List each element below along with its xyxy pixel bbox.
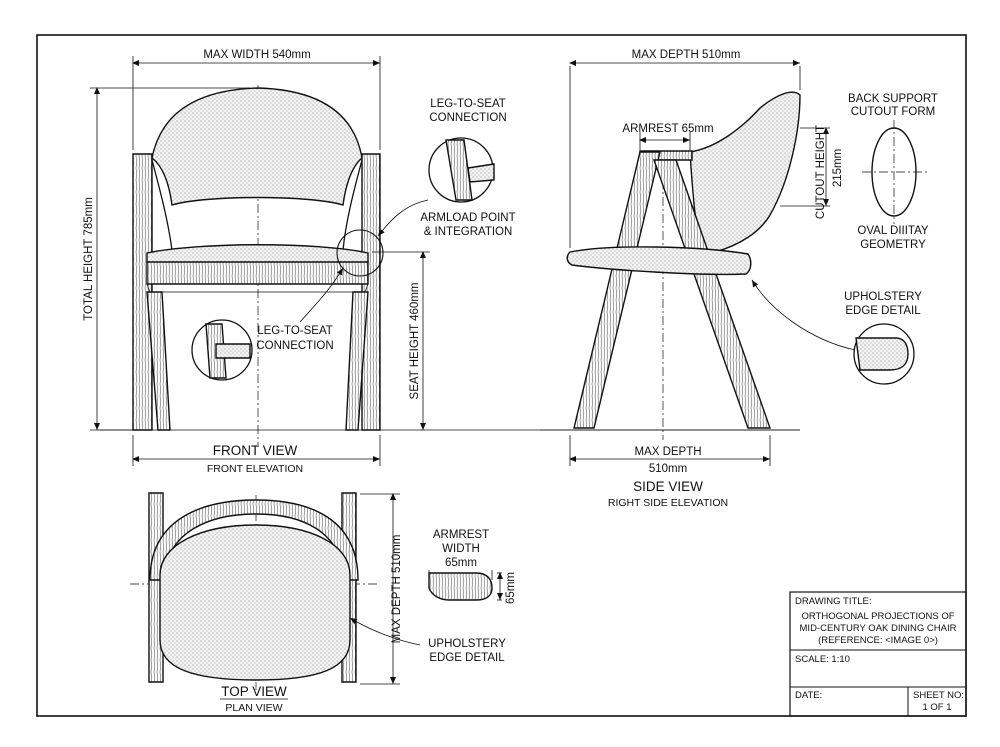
cutout-height-label: CUTOUT HEIGHT [815,125,827,219]
armrest-profile [428,572,493,601]
back-support-label-2: CUTOUT FORM [851,106,936,118]
top-view: MAX DEPTH 510mm ARMREST WIDTH 65mm 65mm … [130,492,517,714]
top-armrest-label-1: ARMREST [433,529,489,541]
leg-seat-top-label-1: LEG-TO-SEAT [430,98,506,110]
leg-seat-top-label-2: CONNECTION [429,112,506,124]
side-upholstery-label-2: EDGE DETAIL [845,305,921,317]
top-max-depth-label: MAX DEPTH 510mm [391,535,403,644]
side-view-subtitle: RIGHT SIDE ELEVATION [608,497,728,509]
side-armrest-label: ARMREST 65mm [622,123,713,135]
scale-label: SCALE: 1:10 [795,654,850,665]
leg-seat-low-label-1: LEG-TO-SEAT [257,325,333,337]
cutout-height-value: 215mm [832,149,844,187]
side-upholstery-label-1: UPHOLSTERY [844,291,922,303]
oval-geometry-label-1: OVAL DIIITAY [857,225,928,237]
drawing-title-line-3: (REFERENCE: <IMAGE 0>) [818,635,938,646]
sheet-no-value: 1 OF 1 [922,702,951,713]
side-view-title: SIDE VIEW [633,479,703,494]
front-total-height-label: TOTAL HEIGHT 785mm [83,197,95,321]
leg-seat-detail-top [428,137,495,203]
top-armrest-side-label: 65mm [505,572,517,604]
drawing-title-line-1: ORTHOGONAL PROJECTIONS OF [801,611,954,622]
drawing-border [36,34,967,717]
front-seat-height-label: SEAT HEIGHT 460mm [409,283,421,400]
title-block: DRAWING TITLE: ORTHOGONAL PROJECTIONS OF… [789,591,967,717]
front-left-leg [132,153,153,431]
top-armrest-label-3: 65mm [445,557,477,569]
armload-detail-circle [336,229,384,277]
sheet-no-label: SHEET NO: [913,690,964,701]
side-rear-leg [653,159,771,429]
side-seat [566,246,752,276]
front-backrest [151,87,363,206]
side-max-depth-bottom-label-2: 510mm [649,463,687,475]
front-view: MAX WIDTH 540mm TOTAL HEIGHT 785mm SEAT … [83,49,800,475]
back-support-label-1: BACK SUPPORT [848,93,938,105]
side-max-depth-top-label: MAX DEPTH 510mm [632,49,741,61]
drawing-title-label: DRAWING TITLE: [795,596,872,607]
date-label: DATE: [795,690,822,701]
armload-label-2: & INTEGRATION [424,226,513,238]
front-view-title: FRONT VIEW [213,443,298,458]
top-armrest-label-2: WIDTH [442,543,480,555]
front-max-width-label: MAX WIDTH 540mm [203,49,310,61]
oval-geometry-label-2: GEOMETRY [860,239,926,251]
side-max-depth-bottom-label-1: MAX DEPTH [634,446,701,458]
top-upholstery-label-2: EDGE DETAIL [429,652,505,664]
leg-seat-low-label-2: CONNECTION [256,340,333,352]
top-upholstery-label-1: UPHOLSTERY [428,638,506,650]
front-view-subtitle: FRONT ELEVATION [207,463,303,475]
leg-seat-detail-low [191,319,253,381]
top-view-title: TOP VIEW [221,684,287,699]
side-view: ARMREST 65mm MAX DEPTH 510mm MAX DEPTH 5… [540,49,938,509]
side-backrest [689,91,801,253]
top-seat [159,524,351,681]
side-front-leg [573,151,661,429]
side-upholstery-detail [853,323,915,385]
top-view-subtitle: PLAN VIEW [225,702,282,714]
armload-label-1: ARMLOAD POINT [420,212,515,224]
drawing-title-line-2: MID-CENTURY OAK DINING CHAIR [800,623,957,634]
